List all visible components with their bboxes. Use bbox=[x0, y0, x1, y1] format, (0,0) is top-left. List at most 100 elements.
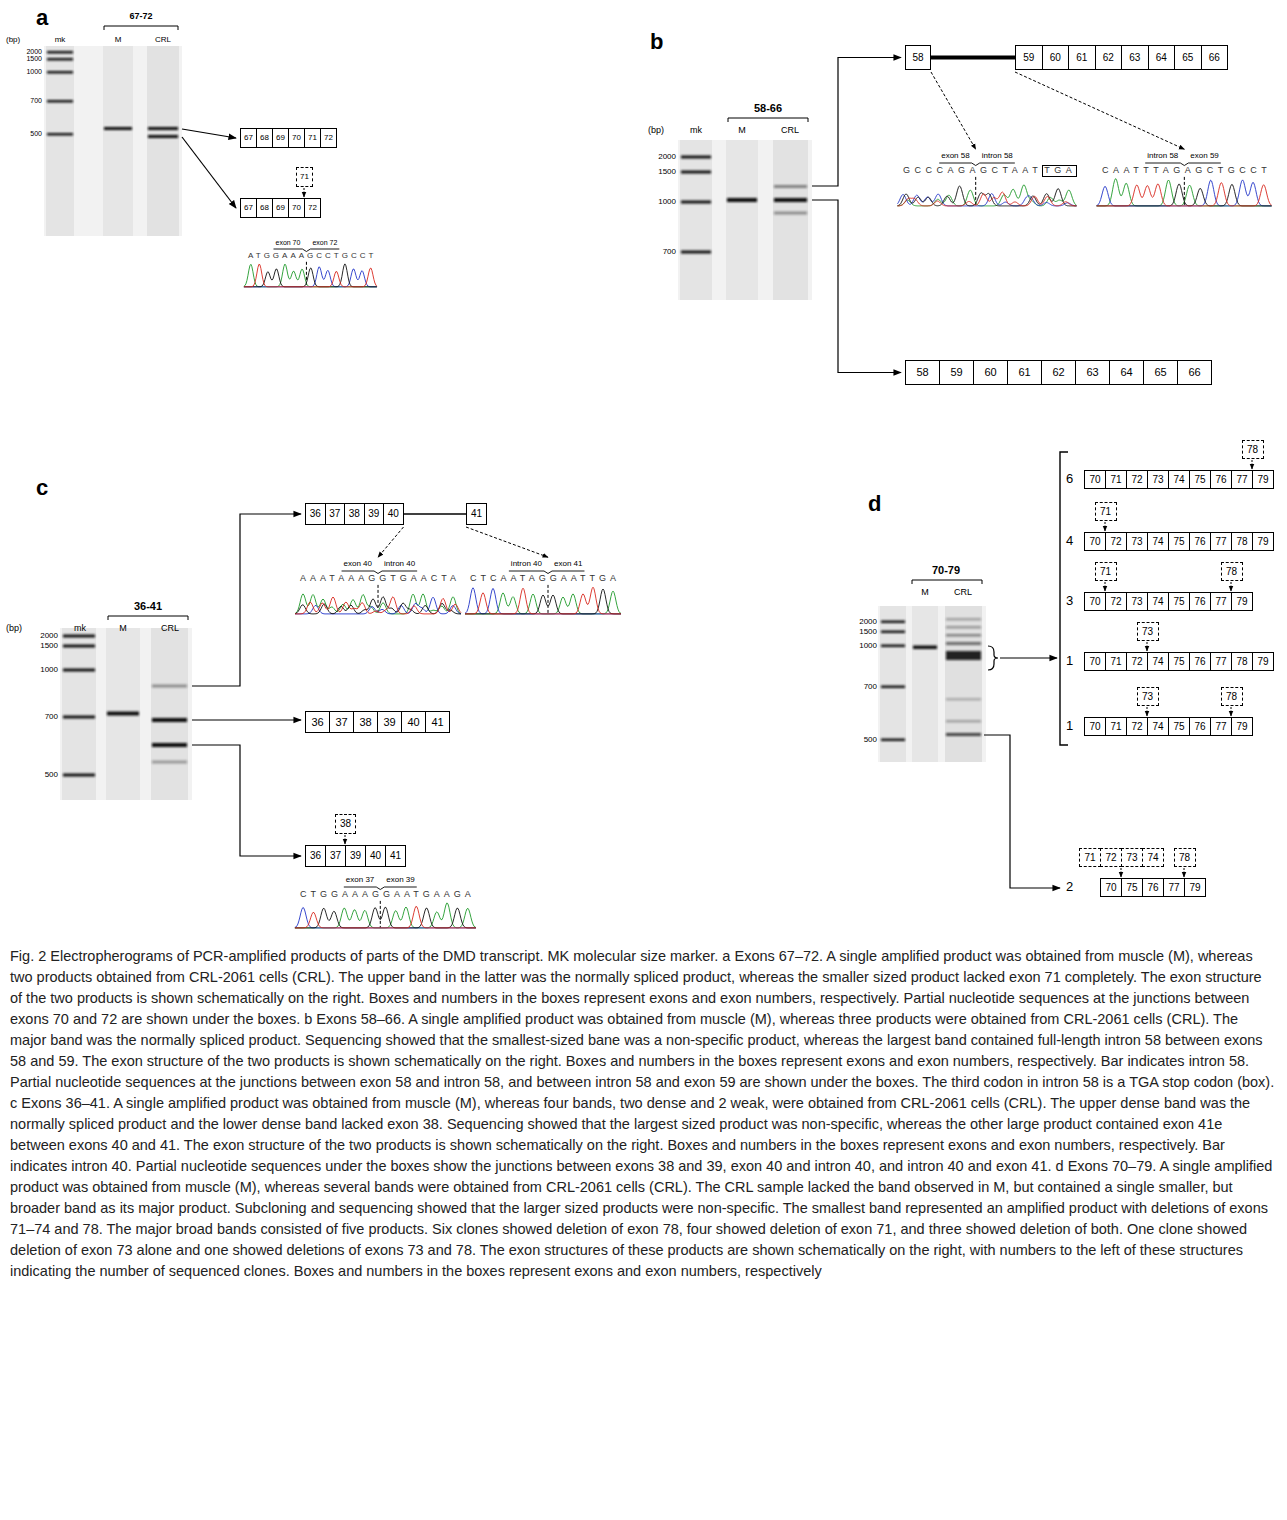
junction-line bbox=[378, 585, 379, 614]
exon-box: 77 bbox=[1210, 592, 1232, 611]
exon-box: 62 bbox=[1041, 360, 1076, 385]
exon-number: 70 bbox=[1089, 657, 1100, 667]
exon-number: 71 bbox=[1110, 722, 1121, 732]
exon-box: 79 bbox=[1252, 470, 1274, 489]
gel-band bbox=[946, 698, 981, 701]
exon-number: 63 bbox=[1086, 367, 1098, 378]
exon-box: 73 bbox=[1126, 592, 1148, 611]
exon-number: 66 bbox=[1188, 367, 1200, 378]
gel-band bbox=[946, 733, 981, 736]
exon-number: 76 bbox=[1194, 657, 1205, 667]
deleted-exon-box: 71 bbox=[1095, 562, 1117, 581]
junction-arrow bbox=[466, 527, 548, 557]
size-marker-label: 1500 bbox=[26, 55, 42, 63]
gel-band bbox=[63, 635, 95, 638]
exon-number: 74 bbox=[1152, 657, 1163, 667]
exon-number: 77 bbox=[1215, 722, 1226, 732]
gel-band bbox=[63, 645, 95, 648]
exon-number: 74 bbox=[1152, 597, 1163, 607]
exon-number: 79 bbox=[1257, 657, 1268, 667]
exon-number: 40 bbox=[370, 851, 381, 861]
exon-number: 70 bbox=[1089, 537, 1100, 547]
exon-number: 70 bbox=[1089, 475, 1100, 485]
junction-arrow bbox=[378, 527, 403, 557]
chromatogram-trace bbox=[1097, 184, 1272, 206]
lane-label: CRL bbox=[155, 36, 171, 45]
exon-box: 72 bbox=[1105, 592, 1127, 611]
exon-number: 75 bbox=[1173, 657, 1184, 667]
nucleotide-sequence: ATGGAAAGCCTGCCT bbox=[248, 252, 376, 261]
deletion-arrow bbox=[1147, 642, 1148, 651]
exon-box: 62 bbox=[1095, 45, 1123, 70]
deleted-exon-box: 78 bbox=[1242, 440, 1264, 459]
exon-name: exon 58 bbox=[941, 152, 969, 161]
intron-bar bbox=[931, 56, 1015, 60]
chromatogram-trace bbox=[295, 906, 476, 928]
gel-image bbox=[44, 26, 236, 236]
exon-box: 59 bbox=[1015, 45, 1043, 70]
panel-letter: b bbox=[650, 30, 663, 54]
exon-number: 74 bbox=[1152, 722, 1163, 732]
gel-band bbox=[47, 133, 73, 136]
gel-band bbox=[946, 720, 981, 723]
chromatogram-trace bbox=[1097, 183, 1272, 206]
deleted-exon-box: 71 bbox=[1079, 848, 1101, 867]
chromatogram-trace bbox=[898, 194, 1077, 206]
clone-count: 2 bbox=[1066, 880, 1073, 894]
exon-box: 63 bbox=[1121, 45, 1149, 70]
exon-name: intron 40 bbox=[511, 560, 542, 569]
band-arrow bbox=[182, 129, 236, 138]
gel-lane bbox=[726, 140, 758, 300]
junction-line bbox=[548, 585, 549, 614]
exon-number: 75 bbox=[1173, 597, 1184, 607]
exon-range-label: 36-41 bbox=[134, 600, 162, 612]
gel-band bbox=[47, 71, 73, 74]
exon-number: 72 bbox=[324, 134, 333, 142]
gel-lane bbox=[945, 606, 982, 762]
exon-box: 72 bbox=[1126, 470, 1148, 489]
exon-number: 75 bbox=[1173, 537, 1184, 547]
deleted-exon-box: 78 bbox=[1174, 848, 1196, 867]
exon-range-label: 70-79 bbox=[932, 564, 960, 576]
exon-number: 75 bbox=[1173, 722, 1184, 732]
deleted-exon-box: 78 bbox=[1221, 562, 1243, 581]
gel-band bbox=[881, 631, 905, 634]
exon-number: 78 bbox=[1179, 853, 1190, 863]
exon-box: 76 bbox=[1189, 592, 1211, 611]
exon-number: 72 bbox=[1131, 722, 1142, 732]
gel-band bbox=[107, 712, 139, 716]
exon-name: exon 59 bbox=[1190, 152, 1218, 161]
gel-band bbox=[774, 185, 807, 188]
exon-number: 71 bbox=[308, 134, 317, 142]
exon-name: exon 41 bbox=[554, 560, 582, 569]
chromatogram-trace bbox=[1097, 179, 1272, 206]
exon-number: 39 bbox=[368, 509, 379, 519]
exon-box: 38 bbox=[344, 503, 365, 525]
gel-band bbox=[152, 743, 187, 747]
exon-number: 71 bbox=[1100, 507, 1111, 517]
deletion-arrow bbox=[1252, 460, 1253, 469]
exon-number: 41 bbox=[431, 717, 443, 728]
gel-image bbox=[678, 58, 901, 373]
clone-count: 6 bbox=[1066, 472, 1073, 486]
exon-range-label: 67-72 bbox=[129, 12, 152, 22]
exon-number: 76 bbox=[1194, 537, 1205, 547]
exon-number: 38 bbox=[349, 509, 360, 519]
lane-label: M bbox=[921, 588, 929, 598]
gel-band bbox=[148, 135, 178, 138]
size-marker-label: 500 bbox=[30, 130, 42, 138]
chromatogram-trace bbox=[465, 588, 621, 614]
exon-number: 72 bbox=[1131, 475, 1142, 485]
exon-number: 62 bbox=[1103, 53, 1114, 63]
exon-number: 79 bbox=[1236, 597, 1247, 607]
gel-ground bbox=[44, 46, 182, 236]
exon-number: 62 bbox=[1052, 367, 1064, 378]
exon-box: 72 bbox=[320, 128, 337, 148]
size-marker-label: 2000 bbox=[26, 48, 42, 56]
exon-number: 63 bbox=[1129, 53, 1140, 63]
exon-box: 68 bbox=[256, 128, 273, 148]
chromatogram-trace bbox=[898, 186, 1077, 206]
panel-letter: d bbox=[868, 492, 881, 516]
exon-box: 70 bbox=[1084, 592, 1106, 611]
